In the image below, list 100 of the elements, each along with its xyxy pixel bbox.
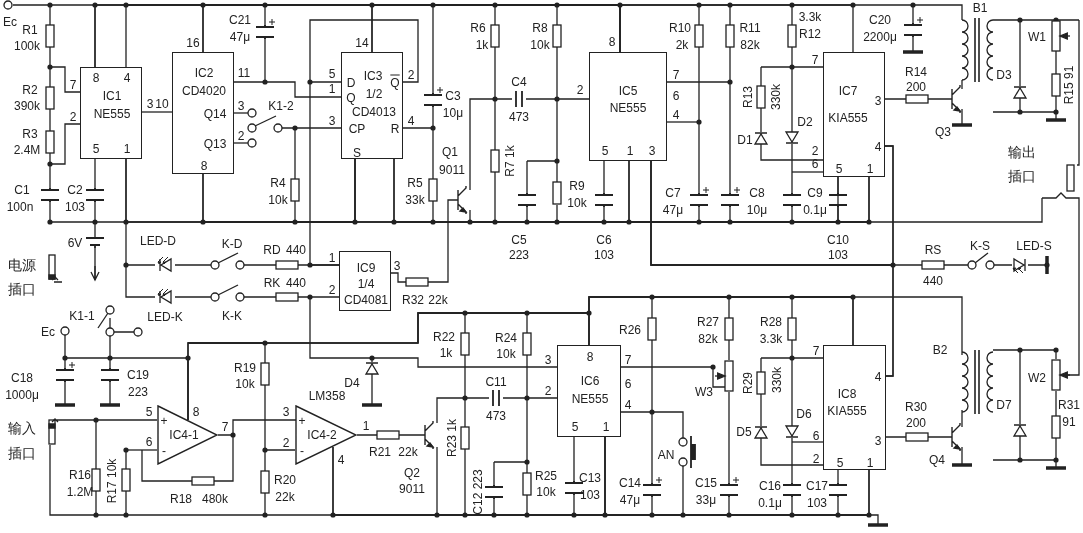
component-value: 22k: [428, 293, 448, 307]
component-label: C1: [14, 183, 30, 197]
component-value: 47μ: [229, 30, 251, 44]
pin-number: 2: [237, 129, 245, 143]
component-value: 82k: [698, 332, 718, 346]
component-label: R7 1k: [503, 145, 517, 177]
component-value: 473: [486, 409, 506, 423]
pin-number: 2: [576, 83, 584, 97]
component-value: 10k: [496, 347, 516, 361]
pin-number: 2: [69, 110, 77, 124]
component-label: R24: [495, 331, 517, 345]
ic-chip-box: [589, 52, 667, 161]
pin-number: 3: [874, 434, 882, 448]
pin-name: Q14: [203, 107, 227, 121]
component-label: C18: [11, 371, 33, 385]
wire: [309, 81, 342, 266]
chip-label: IC5: [618, 84, 638, 98]
pin-name: Q: [390, 76, 400, 90]
pin-number: 16: [186, 36, 200, 50]
pin-number: 1: [602, 420, 610, 434]
component-label: W3: [695, 385, 713, 399]
pin-number: 2: [328, 283, 336, 297]
pin-number: 3: [874, 94, 882, 108]
component-value: 103: [807, 496, 827, 510]
ic-chip-box: [823, 345, 886, 470]
component-value: 82k: [740, 38, 760, 52]
component-value: 10k: [536, 485, 556, 499]
jack-label: 插口: [8, 445, 36, 461]
component-value: 0.1μ: [758, 496, 782, 510]
ic-chip-box: [557, 345, 621, 437]
pin-number: 6: [812, 429, 820, 443]
component-label: R23 1k: [445, 419, 459, 457]
component-label: Q4: [929, 453, 945, 467]
pin-number: 7: [812, 344, 820, 358]
component-label: R25: [535, 469, 557, 483]
component-label: C15: [695, 476, 717, 490]
pin-number: 2: [544, 384, 552, 398]
component-label: R8: [532, 21, 548, 35]
chip-label: CD4020: [182, 84, 226, 98]
pin-number: 7: [672, 68, 680, 82]
pin-number: 8: [586, 350, 594, 364]
ic-chip-box: [341, 52, 403, 159]
pin-number: 6: [672, 89, 680, 103]
component-value: 440: [286, 276, 306, 290]
component-label: R27: [697, 315, 719, 329]
component-label: R10: [669, 21, 691, 35]
pin-number: 8: [200, 159, 208, 173]
component-value: 100n: [6, 200, 34, 214]
component-label: R17 10k: [105, 458, 119, 504]
component-label: D4: [344, 376, 360, 390]
component-label: D2: [797, 115, 813, 129]
component-label: R22: [433, 330, 455, 344]
component-value: 10k: [567, 196, 587, 210]
chip-label: 1/2: [365, 87, 383, 101]
component-label: RK: [263, 276, 281, 290]
component-label: R5: [407, 176, 423, 190]
pin-number: 7: [69, 78, 77, 92]
pin-number: 2: [407, 68, 415, 82]
op-amp-symbol: [295, 405, 357, 465]
ic-chip-box: [172, 52, 234, 174]
component-value: 223: [509, 248, 529, 262]
component-value: 223: [128, 385, 148, 399]
component-value: 10μ: [442, 106, 464, 120]
wire: [187, 296, 854, 421]
component-value: 22k: [275, 490, 295, 504]
wire: [125, 4, 854, 68]
pin-number: 6: [145, 435, 153, 449]
jack-label: 电源: [8, 257, 36, 273]
component-label: R31: [1058, 398, 1080, 412]
jack-label: 插口: [8, 281, 36, 297]
component-label: R1: [22, 23, 38, 37]
component-label: Q3: [935, 125, 951, 139]
component-value: 200: [906, 416, 926, 430]
pin-number: 6: [624, 377, 632, 391]
chip-label: KIA555: [828, 111, 868, 125]
component-value: 440: [286, 243, 306, 257]
wire: [233, 81, 342, 98]
component-label: R12: [799, 27, 821, 41]
pin-number: 3: [393, 259, 401, 273]
component-value: 33μ: [695, 493, 717, 507]
component-label: B1: [972, 1, 988, 15]
terminal-label: Ec: [41, 325, 55, 339]
component-value: 3.3k: [798, 10, 822, 24]
component-label: C5: [511, 233, 527, 247]
chip-label: IC8: [837, 387, 857, 401]
terminal-label: Ec: [3, 15, 17, 29]
pin-number: 2: [282, 436, 290, 450]
pin-number: 7: [624, 353, 632, 367]
component-label: K1-2: [268, 99, 294, 113]
pin-number: 3: [146, 97, 154, 111]
component-label: R3: [22, 127, 38, 141]
component-value: 390k: [14, 99, 40, 113]
pin-number: 5: [571, 420, 579, 434]
component-value: 330k: [769, 84, 783, 110]
component-value: 10k: [235, 377, 255, 391]
component-label: K-K: [222, 309, 242, 323]
component-value: 1k: [439, 346, 453, 360]
chip-label: IC9: [356, 261, 376, 275]
pin-number: 5: [835, 162, 843, 176]
component-label: K-S: [970, 239, 990, 253]
